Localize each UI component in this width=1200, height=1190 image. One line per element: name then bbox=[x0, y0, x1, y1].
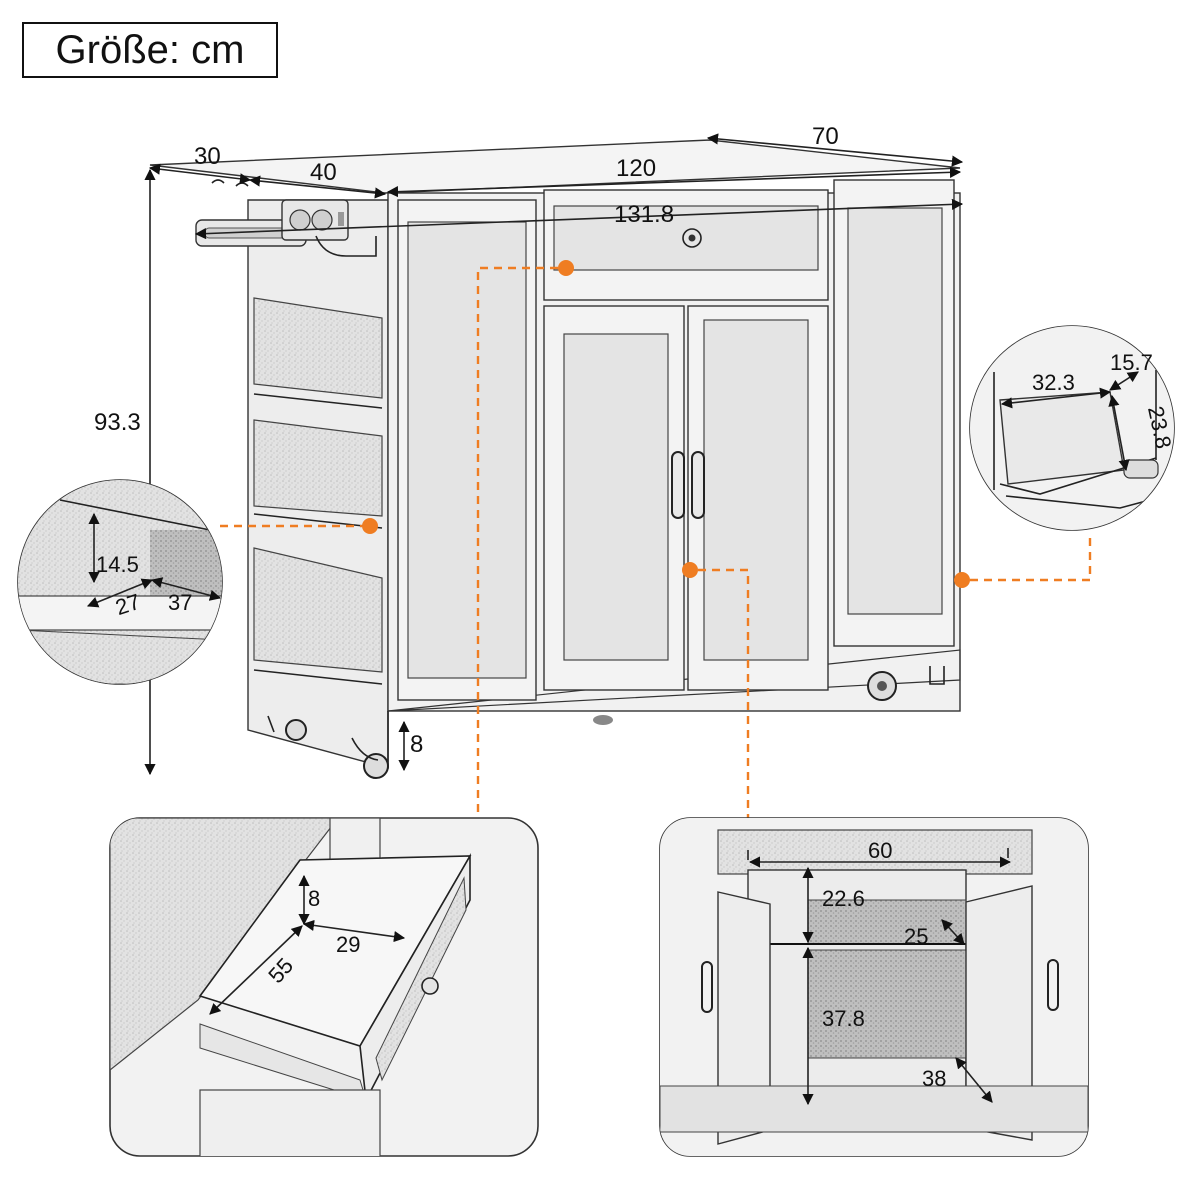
drawer-inset-knob-icon bbox=[421, 977, 439, 995]
callout-leaders bbox=[220, 260, 1092, 820]
dim-side-width: 40 bbox=[310, 159, 337, 186]
inset-pull-out-basket: 32.3 15.7 23.8 bbox=[969, 325, 1176, 531]
door-handle-right-icon bbox=[691, 451, 705, 519]
top-drawer bbox=[543, 189, 829, 301]
dim-cabinet-lower-height: 37.8 bbox=[822, 1006, 865, 1031]
inset-side-shelf: 14.5 27 37 bbox=[17, 479, 223, 685]
dim-shelf-height: 14.5 bbox=[96, 552, 139, 577]
dim-basket-depth: 15.7 bbox=[1110, 350, 1153, 375]
dim-top-depth: 70 bbox=[812, 123, 839, 150]
main-dimension-lines bbox=[144, 133, 964, 776]
dim-cabinet-width: 60 bbox=[868, 838, 892, 863]
size-unit-title: Größe: cm bbox=[22, 22, 278, 78]
inset-cabinet-interior: 60 22.6 25 37.8 38 bbox=[659, 817, 1089, 1157]
kitchen-island-main-view: 30 40 70 120 131.8 93.3 8 bbox=[94, 123, 964, 779]
dim-height: 93.3 bbox=[94, 409, 141, 436]
dim-basket-width: 32.3 bbox=[1032, 370, 1075, 395]
side-shelves bbox=[253, 297, 383, 685]
dim-wheel-height: 8 bbox=[410, 731, 423, 758]
dim-shelf-width: 37 bbox=[168, 590, 192, 615]
dim-cabinet-lower-depth: 38 bbox=[922, 1066, 946, 1091]
inset-drawer: 8 29 55 bbox=[109, 817, 539, 1157]
left-side-panel bbox=[397, 199, 537, 701]
dim-side-depth: 30 bbox=[194, 143, 221, 170]
dim-front-width: 120 bbox=[616, 155, 656, 182]
right-side-panel bbox=[833, 179, 955, 647]
door-handle-left-icon bbox=[671, 451, 685, 519]
dim-drawer-width: 29 bbox=[336, 932, 360, 957]
dim-total-width: 131.8 bbox=[614, 201, 674, 228]
center-double-doors bbox=[543, 305, 829, 691]
dim-cabinet-upper-depth: 25 bbox=[904, 924, 928, 949]
dim-cabinet-upper-height: 22.6 bbox=[822, 886, 865, 911]
caster-wheels bbox=[267, 666, 945, 779]
dim-drawer-height: 8 bbox=[308, 886, 320, 911]
